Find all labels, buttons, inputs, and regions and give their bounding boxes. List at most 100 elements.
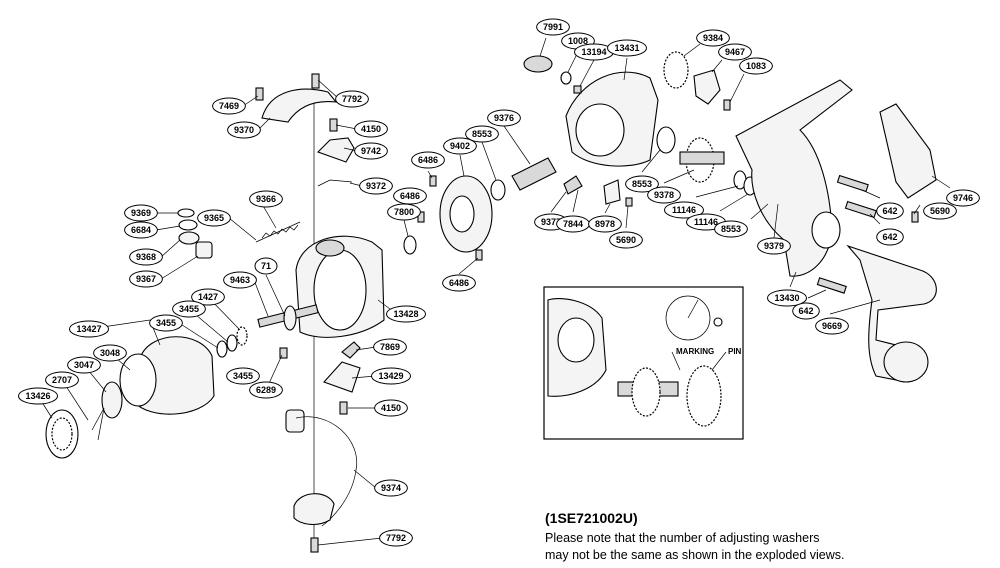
part-callout-8553-top: 8553	[465, 125, 499, 143]
bail-arm-lower-part	[293, 493, 335, 526]
callout-bubble	[371, 367, 411, 385]
callout-bubble	[386, 305, 426, 323]
drag-washer-1427-part	[236, 326, 248, 346]
collar-9367-part	[195, 241, 213, 259]
part-callout-9376: 9376	[487, 109, 521, 127]
part-number-label: 7800	[394, 207, 414, 217]
part-number-label: 9379	[764, 241, 784, 251]
part-number-label: 9746	[953, 193, 973, 203]
part-number-label: 9378	[654, 190, 674, 200]
spring-coil-part	[261, 224, 299, 239]
reel-parts-artwork	[45, 51, 937, 553]
screw-6486-b-part	[417, 211, 425, 223]
part-callout-5690-mid: 5690	[609, 231, 643, 249]
callout-bubble	[767, 289, 807, 307]
part-number-label: 9376	[494, 113, 514, 123]
callout-bubble	[354, 120, 388, 138]
part-number-label: 9369	[131, 208, 151, 218]
callout-bubble	[197, 209, 231, 227]
clip-9467-part	[693, 69, 721, 105]
part-number-label: 642	[798, 306, 813, 316]
bushing-9368-part	[178, 231, 200, 245]
callout-bubble	[607, 39, 647, 57]
part-number-label: 7792	[386, 533, 406, 543]
part-number-label: 6486	[400, 191, 420, 201]
part-number-label: 1083	[746, 61, 766, 71]
callout-bubble	[129, 248, 163, 266]
part-number-label: 1427	[198, 292, 218, 302]
spring-3047-part	[91, 407, 105, 441]
callout-bubble	[249, 381, 283, 399]
part-number-label: 7469	[219, 101, 239, 111]
part-number-label: 13427	[76, 324, 101, 334]
part-callout-9742: 9742	[354, 142, 388, 160]
callout-bubble	[149, 314, 183, 332]
part-callout-5690-right: 5690	[923, 202, 957, 220]
part-callout-11146-a: 11146	[664, 201, 704, 219]
reel-body-13430-part	[735, 79, 853, 277]
part-callout-9370: 9370	[227, 121, 261, 139]
part-number-label: 7869	[380, 342, 400, 352]
part-number-label: 71	[261, 261, 271, 271]
callout-bubble	[739, 57, 773, 75]
callout-bubble	[335, 90, 369, 108]
part-callout-642-a: 642	[876, 202, 904, 220]
inset-marking-leader	[671, 351, 681, 371]
screw-642-a-part	[836, 174, 869, 193]
callout-bubble	[226, 367, 260, 385]
screw-4150-part	[329, 118, 338, 132]
callout-bubble	[191, 288, 225, 306]
part-number-label: 9402	[450, 141, 470, 151]
part-number-label: 3047	[74, 360, 94, 370]
callout-bubble	[815, 317, 849, 335]
part-number-label: 9742	[361, 146, 381, 156]
note-line-2: may not be the same as shown in the expl…	[545, 548, 845, 562]
part-number-label: 8553	[721, 224, 741, 234]
part-callout-6486-c: 6486	[442, 274, 476, 292]
part-callout-1427: 1427	[191, 288, 225, 306]
part-number-label: 7991	[543, 22, 563, 32]
part-callout-8553-right: 8553	[714, 220, 748, 238]
callout-bubble	[792, 302, 820, 320]
callout-bubble	[465, 125, 499, 143]
callout-bubble	[379, 529, 413, 547]
bearing-8553-top-part	[490, 179, 506, 201]
part-callout-7991: 7991	[536, 18, 570, 36]
callout-bubble	[757, 237, 791, 255]
side-cover-9746-part	[879, 103, 937, 199]
part-callout-13427: 13427	[69, 320, 109, 338]
part-callout-2707: 2707	[45, 371, 79, 389]
part-callout-8978: 8978	[588, 215, 622, 233]
part-callout-9367: 9367	[129, 270, 163, 288]
screw-6289-part	[279, 347, 288, 359]
part-callout-7792-bottom: 7792	[379, 529, 413, 547]
marking-label: MARKING	[676, 347, 714, 356]
bail-trip-13429-part	[323, 361, 361, 393]
part-number-label: 8553	[472, 129, 492, 139]
callout-bubble	[393, 187, 427, 205]
part-number-label: 9372	[366, 181, 386, 191]
handle-knob-part	[883, 341, 929, 383]
part-number-label: 13194	[581, 47, 606, 57]
part-number-label: 9367	[136, 274, 156, 284]
rotor-top-part	[315, 239, 345, 257]
spool-washer-3048-part	[101, 381, 123, 419]
callout-bubble	[374, 479, 408, 497]
pinion-gear-hub-part	[449, 195, 475, 233]
part-number-label: 11146	[694, 217, 718, 227]
bail-wire-9372-part	[317, 179, 353, 187]
part-callout-9374: 9374	[374, 479, 408, 497]
bail-arm-part	[261, 88, 338, 123]
callout-bubble	[359, 177, 393, 195]
part-number-label: 642	[882, 232, 897, 242]
callout-bubble	[718, 43, 752, 61]
screw-6486-c-part	[475, 249, 483, 261]
part-number-label: 13429	[378, 371, 403, 381]
callout-bubble	[67, 356, 101, 374]
callout-bubble	[354, 142, 388, 160]
pin-9377-part	[563, 175, 583, 195]
part-number-label: 13430	[774, 293, 799, 303]
drag-washer-3455-part	[226, 334, 238, 352]
part-number-label: 9669	[822, 321, 842, 331]
